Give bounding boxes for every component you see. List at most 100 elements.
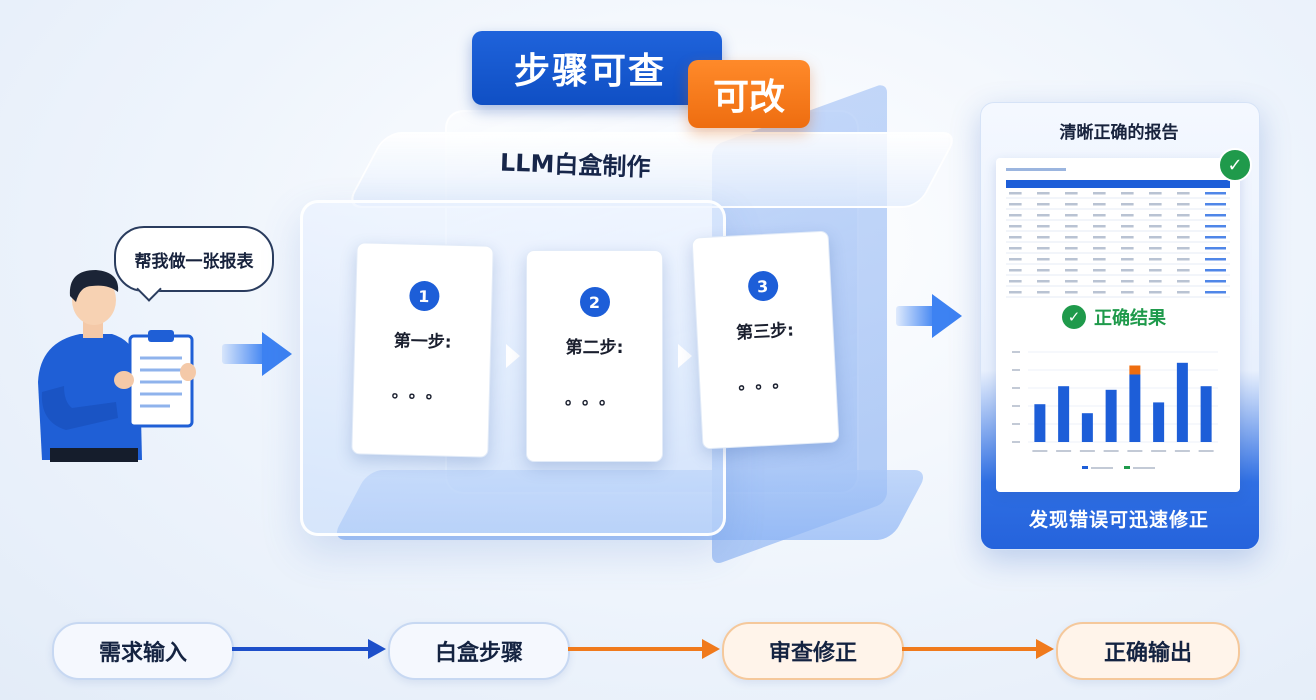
step-ellipsis: 。。。: [737, 371, 798, 394]
pipeline-step-review: 审查修正: [722, 622, 904, 680]
table-cell: [1121, 247, 1134, 250]
table-cell: [1177, 258, 1190, 261]
table-cell: [1121, 214, 1134, 217]
table-cell: [1149, 269, 1162, 272]
x-tick-label: [1032, 450, 1048, 452]
table-cell: [1205, 280, 1226, 283]
y-tick: [1012, 423, 1020, 425]
table-cell: [1065, 214, 1078, 217]
table-cell: [1205, 269, 1226, 272]
table-cell: [1037, 269, 1050, 272]
table-cell: [1177, 280, 1190, 283]
flow-arrow-icon: [1036, 639, 1054, 659]
speech-bubble: 帮我做一张报表: [114, 226, 274, 292]
result-indicator: ✓ 正确结果: [1062, 304, 1166, 330]
table-cell: [1009, 280, 1022, 283]
pipeline-step-label: 需求输入: [98, 641, 187, 666]
pipeline-step-label: 正确输出: [1103, 641, 1192, 666]
table-header: [1006, 180, 1230, 188]
table-cell: [1009, 247, 1022, 250]
input-arrow-icon: [262, 332, 292, 376]
table-cell: [1037, 280, 1050, 283]
report-footer: 发现错误可迅速修正: [1028, 509, 1209, 531]
flow-arrow-icon: [368, 639, 386, 659]
table-cell: [1009, 214, 1022, 217]
table-cell: [1177, 203, 1190, 206]
chart-bar-highlight: [1129, 365, 1141, 375]
x-tick-label: [1056, 450, 1072, 452]
legend-label: [1091, 467, 1113, 469]
pipeline-step-label: 审查修正: [768, 641, 857, 666]
y-tick: [1012, 441, 1020, 443]
report-bar-chart: [1012, 351, 1218, 469]
speech-text: 帮我做一张报表: [134, 251, 254, 272]
table-cell: [1093, 203, 1106, 206]
table-cell: [1121, 280, 1134, 283]
report-title: 清晰正确的报告: [1059, 123, 1179, 143]
table-cell: [1093, 192, 1106, 195]
step-label: 第二步:: [565, 338, 624, 358]
table-cell: [1121, 291, 1134, 294]
title-badge-accent: 可改: [688, 60, 810, 128]
legend-swatch: [1082, 466, 1088, 469]
chart-bar: [1200, 386, 1212, 442]
table-cell: [1037, 236, 1050, 239]
table-caption: [1006, 168, 1066, 171]
table-cell: [1093, 225, 1106, 228]
step-card-2: 2 第二步: 。。。: [526, 250, 663, 462]
x-tick-label: [1151, 450, 1167, 452]
output-arrow-shaft: [896, 306, 936, 326]
x-tick-label: [1174, 450, 1190, 452]
check-icon: ✓: [1218, 148, 1252, 182]
table-cell: [1205, 247, 1226, 250]
y-tick: [1012, 369, 1020, 371]
table-cell: [1093, 269, 1106, 272]
title-badge-main-text: 步骤可查: [514, 51, 667, 92]
step-ellipsis: 。。。: [564, 389, 624, 408]
table-cell: [1093, 236, 1106, 239]
table-cell: [1121, 225, 1134, 228]
table-cell: [1205, 203, 1226, 206]
table-cell: [1177, 236, 1190, 239]
table-cell: [1065, 225, 1078, 228]
table-cell: [1149, 192, 1162, 195]
table-cell: [1009, 225, 1022, 228]
table-cell: [1037, 225, 1050, 228]
chart-bar: [1058, 386, 1070, 442]
table-cell: [1065, 269, 1078, 272]
table-cell: [1121, 203, 1134, 206]
table-cell: [1093, 247, 1106, 250]
box-title: LLM白盒制作: [499, 148, 651, 182]
input-arrow-shaft: [222, 344, 266, 364]
title-badge-accent-text: 可改: [712, 77, 785, 118]
table-cell: [1205, 258, 1226, 261]
step-card-3: 3 第三步: 。。。: [691, 230, 840, 450]
y-tick: [1012, 405, 1020, 407]
step-label: 第三步:: [735, 320, 795, 344]
table-cell: [1149, 214, 1162, 217]
step-ellipsis: 。。。: [391, 382, 452, 403]
x-tick-label: [1079, 450, 1095, 452]
table-cell: [1037, 258, 1050, 261]
table-cell: [1065, 258, 1078, 261]
table-cell: [1009, 236, 1022, 239]
table-cell: [1037, 214, 1050, 217]
table-cell: [1093, 280, 1106, 283]
table-cell: [1065, 203, 1078, 206]
chart-bar: [1176, 362, 1188, 442]
table-cell: [1065, 236, 1078, 239]
table-cell: [1065, 247, 1078, 250]
legend-swatch: [1124, 466, 1130, 469]
step-label: 第一步:: [393, 331, 452, 353]
y-tick: [1012, 351, 1020, 353]
chart-bar: [1105, 389, 1117, 442]
step-card-1: 1 第一步: 。。。: [351, 242, 494, 458]
report-table: [1006, 168, 1230, 298]
table-cell: [1037, 192, 1050, 195]
table-cell: [1177, 225, 1190, 228]
table-cell: [1121, 236, 1134, 239]
table-cell: [1121, 192, 1134, 195]
table-cell: [1037, 291, 1050, 294]
chart-bar: [1081, 413, 1093, 442]
chart-bar: [1034, 404, 1046, 442]
